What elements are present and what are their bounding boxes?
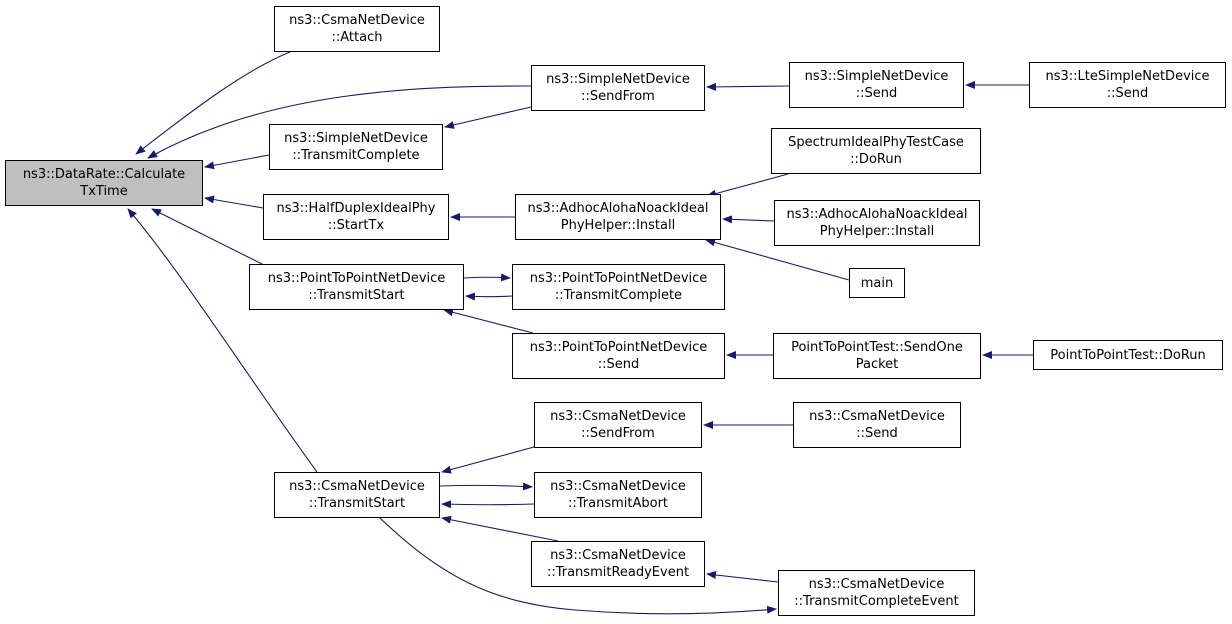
node-label-line-2: ::SendFrom — [581, 89, 655, 104]
node-spectrumidealphytestcase-dorun[interactable]: SpectrumIdealPhyTestCase ::DoRun — [771, 128, 981, 174]
node-ltesimplenetdevice-send[interactable]: ns3::LteSimpleNetDevice ::Send — [1029, 62, 1226, 108]
edge-simple-send-to-simple-sendfrom — [706, 82, 790, 91]
node-label-line-2: ::TransmitAbort — [567, 496, 669, 511]
edge-csma-transmitcompleteevent-to-csma-transmitreadyevent — [706, 571, 779, 583]
node-label-line-1: ns3::PointToPointNetDevice — [529, 340, 708, 355]
node-label-line-2: PhyHelper::Install — [560, 218, 676, 233]
node-label-line-1: ns3::PointToPointNetDevice — [267, 271, 446, 286]
edge-p2p-send-to-p2p-transmitstart — [443, 308, 534, 334]
edge-csma-attach-to-root — [135, 51, 291, 155]
node-label-line-1: ns3::CsmaNetDevice — [550, 479, 686, 494]
node-adhocalohanoackidealphyhelper-install-overload[interactable]: ns3::AdhocAlohaNoackIdeal PhyHelper::Ins… — [774, 200, 980, 246]
node-label-line-1: ns3::SimpleNetDevice — [546, 72, 690, 87]
node-label-line-1: SpectrumIdealPhyTestCase — [788, 135, 964, 150]
node-csmanetdevice-transmitreadyevent[interactable]: ns3::CsmaNetDevice ::TransmitReadyEvent — [531, 541, 705, 587]
node-label-line-2: TxTime — [80, 184, 128, 199]
node-label-line-1: ns3::DataRate::Calculate — [22, 167, 186, 182]
node-label-line-2: ::Send — [856, 426, 898, 441]
node-label-line-2: ::Attach — [331, 30, 383, 45]
node-label-line-2: ::TransmitComplete — [292, 148, 420, 163]
node-simplenetdevice-sendfrom[interactable]: ns3::SimpleNetDevice ::SendFrom — [531, 65, 705, 111]
edge-csma-transmitstart-to-csma-transmitabort — [439, 482, 533, 491]
node-label-line-2: ::StartTx — [327, 218, 385, 233]
node-label-line-2: ::Send — [1106, 86, 1149, 101]
node-main[interactable]: main — [849, 268, 905, 298]
edge-spectrum-dorun-to-adhoc-install-1 — [706, 173, 789, 198]
node-csmanetdevice-send[interactable]: ns3::CsmaNetDevice ::Send — [793, 402, 961, 448]
edge-p2p-transmitstart-to-root — [151, 208, 265, 266]
node-label-line-1: ns3::CsmaNetDevice — [550, 409, 686, 424]
node-label-line-2: ::Send — [597, 357, 640, 372]
node-halfduplexidealphy-starttx[interactable]: ns3::HalfDuplexIdealPhy ::StartTx — [263, 194, 449, 240]
node-label-line-2: ::TransmitReadyEvent — [546, 565, 690, 580]
node-simplenetdevice-transmitcomplete[interactable]: ns3::SimpleNetDevice ::TransmitComplete — [269, 124, 443, 170]
node-label-line-1: ns3::SimpleNetDevice — [804, 69, 949, 84]
edge-simple-transmitcomplete-to-root — [204, 154, 270, 170]
node-label-line-2: ::TransmitStart — [308, 496, 406, 511]
node-label-line-1: ns3::AdhocAlohaNoackIdeal — [527, 201, 709, 216]
node-label-line-1: ns3::CsmaNetDevice — [808, 577, 945, 592]
node-csmanetdevice-transmitabort[interactable]: ns3::CsmaNetDevice ::TransmitAbort — [534, 472, 702, 518]
node-label-line-2: PhyHelper::Install — [819, 224, 935, 239]
node-csmanetdevice-attach[interactable]: ns3::CsmaNetDevice ::Attach — [274, 6, 440, 52]
edge-simple-sendfrom-to-root — [147, 85, 532, 159]
node-label-line-1: ns3::CsmaNetDevice — [289, 479, 425, 494]
edge-adhoc-install-2-to-adhoc-install-1 — [722, 215, 775, 224]
node-label-line-2: ::TransmitStart — [308, 288, 405, 303]
node-pointtopointnetdevice-send[interactable]: ns3::PointToPointNetDevice ::Send — [512, 333, 725, 379]
edge-p2p-transmitcomplete-to-p2p-transmitstart — [465, 292, 513, 301]
node-label-line-2: ::Send — [855, 86, 898, 101]
node-csmanetdevice-transmitstart[interactable]: ns3::CsmaNetDevice ::TransmitStart — [274, 472, 440, 518]
node-label-line-1: ns3::PointToPointNetDevice — [529, 271, 708, 286]
node-pointtopointtest-sendonepacket[interactable]: PointToPointTest::SendOne Packet — [773, 333, 981, 379]
node-pointtopointnetdevice-transmitcomplete[interactable]: ns3::PointToPointNetDevice ::TransmitCom… — [512, 264, 725, 310]
node-label-line-2: ::DoRun — [850, 152, 902, 167]
node-label-line-2: Packet — [855, 357, 899, 372]
node-datarate-calculatetxtime: ns3::DataRate::Calculate TxTime — [5, 160, 203, 206]
node-label-line-1: PointToPointTest::DoRun — [1050, 347, 1206, 363]
node-label-line-1: ns3::SimpleNetDevice — [284, 131, 428, 146]
node-csmanetdevice-sendfrom[interactable]: ns3::CsmaNetDevice ::SendFrom — [534, 402, 702, 448]
node-pointtopointtest-dorun[interactable]: PointToPointTest::DoRun — [1033, 340, 1223, 370]
node-adhocalohanoackidealphyhelper-install[interactable]: ns3::AdhocAlohaNoackIdeal PhyHelper::Ins… — [515, 194, 721, 240]
edge-csma-transmitabort-to-csma-transmitstart — [441, 500, 535, 509]
edge-csma-transmitstart-to-root — [127, 208, 318, 473]
node-pointtopointnetdevice-transmitstart[interactable]: ns3::PointToPointNetDevice ::TransmitSta… — [249, 264, 464, 310]
edge-csma-transmitreadyevent-to-csma-transmitstart — [441, 515, 559, 542]
node-label-line-1: ns3::CsmaNetDevice — [809, 409, 945, 424]
node-label-line-2: ::SendFrom — [581, 426, 655, 441]
edge-main-to-adhoc-install-1 — [705, 238, 850, 281]
node-label-line-1: ns3::AdhocAlohaNoackIdeal — [786, 207, 968, 222]
node-simplenetdevice-send[interactable]: ns3::SimpleNetDevice ::Send — [789, 62, 964, 108]
node-label-line-1: ns3::HalfDuplexIdealPhy — [276, 201, 436, 216]
node-label-line-1: main — [860, 275, 894, 291]
edge-csma-transmitstart-to-csma-transmitcompleteevent — [379, 517, 777, 615]
edge-p2p-transmitstart-to-p2p-transmitcomplete — [463, 273, 511, 282]
node-label-line-2: ::TransmitComplete — [554, 288, 683, 303]
edge-simple-sendfrom-to-simple-transmitcomplete — [444, 106, 532, 129]
node-label-line-2: ::TransmitCompleteEvent — [794, 594, 959, 609]
node-label-line-1: PointToPointTest::SendOne — [791, 340, 963, 355]
edge-csma-sendfrom-to-csma-transmitstart — [441, 446, 535, 474]
edge-halfduplex-starttx-to-root — [204, 195, 264, 209]
node-label-line-1: ns3::CsmaNetDevice — [289, 13, 425, 28]
node-label-line-1: ns3::CsmaNetDevice — [550, 548, 686, 563]
node-label-line-1: ns3::LteSimpleNetDevice — [1045, 69, 1210, 84]
node-csmanetdevice-transmitcompleteevent[interactable]: ns3::CsmaNetDevice ::TransmitCompleteEve… — [778, 570, 975, 616]
